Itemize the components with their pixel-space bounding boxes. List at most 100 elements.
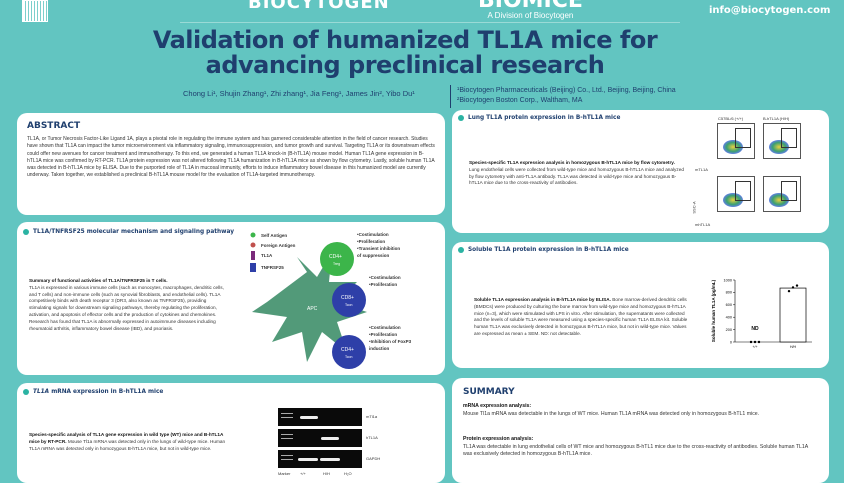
data-point (791, 286, 795, 289)
mechanism-heading: TL1A/TNFRSF25 molecular mechanism and si… (23, 229, 234, 235)
flow-plot (717, 123, 755, 159)
legend-item: Self Antigen (261, 233, 287, 238)
affil-divider (450, 85, 451, 108)
biocytogen-logo: BIOCYTOGEN (248, 0, 390, 13)
column-label: B-hTL1A (H/H) (763, 116, 790, 121)
data-point (753, 340, 757, 344)
soluble-heading: Soluble TL1A protein expression in B-hTL… (458, 247, 629, 253)
band-label: mTl1a (366, 414, 378, 419)
soluble-card: Soluble TL1A protein expression in B-hTL… (452, 242, 829, 368)
x-axis-label: mhTL1A (695, 222, 711, 227)
mrna-card: TL1A mRNA expression in B-hTL1A mice Spe… (17, 383, 445, 483)
summary-heading: SUMMARY (463, 387, 515, 397)
effect: •Costimulation (357, 232, 389, 237)
lane-label: H/H (323, 471, 330, 476)
abstract-heading: ABSTRACT (27, 121, 81, 131)
data-point (757, 340, 761, 344)
affiliation2: ²Biocytogen Boston Corp., Waltham, MA (457, 97, 583, 104)
mrna-caption: Species-specific analysis of TL1A gene e… (29, 432, 229, 452)
lane-label: Marker (278, 471, 291, 476)
data-point (795, 284, 799, 287)
x-tick-label: +/+ (752, 345, 757, 349)
authors: Chong Li¹, Shujin Zhang¹, Zhi zhang¹, Ji… (183, 89, 415, 98)
caption-text: Lung endothelial cells were collected fr… (469, 166, 684, 186)
gel-figure: mTl1a hTL1A GAPDH Marker +/+ H/H H₂O (278, 408, 408, 478)
caption-bold: Species-specific analysis of TL1A gene e… (29, 432, 224, 444)
soluble-caption: Soluble TL1A expression analysis in B-hT… (474, 297, 689, 338)
nd-annotation: ND (751, 326, 759, 332)
mrna-heading: TL1A mRNA expression in B-hTL1A mice (23, 389, 163, 395)
cd4-treg-cell (320, 242, 354, 276)
effect: of suppression (357, 253, 390, 258)
title-line2: advancing preclinical research (205, 51, 605, 79)
effect: •Costimulation (369, 275, 401, 280)
effect: induction (369, 346, 389, 351)
apc-label: APC (307, 306, 318, 312)
summary-card: SUMMARY mRNA expression analysis:Mouse T… (452, 378, 829, 483)
mechanism-caption: Summary of functional activities of TL1A… (29, 278, 224, 333)
data-point (787, 289, 791, 293)
cell-sub: Tcon (345, 355, 352, 359)
band-label: GAPDH (366, 456, 381, 461)
title-line1: Validation of humanized TL1A mice for (152, 26, 658, 54)
abstract-text: TL1A, or Tumor Necrosis Factor-Like Liga… (27, 136, 435, 179)
effect: •Proliferation (369, 282, 397, 287)
page-title: Validation of humanized TL1A mice for ad… (100, 28, 710, 78)
x-axis-label: mTL1A (695, 167, 708, 172)
mechanism-heading-text: TL1A/TNFRSF25 molecular mechanism and si… (33, 229, 235, 235)
band-label: hTL1A (366, 435, 378, 440)
effect: •Proliferation (369, 332, 397, 337)
x-tick-label: H/H (790, 345, 797, 349)
bullet-icon (458, 115, 464, 121)
summary-text2: TL1A was detectable in lung endothelial … (463, 443, 808, 458)
cell-sub: Tcon (345, 303, 352, 307)
y-tick-label: 800 (726, 291, 732, 295)
gel-gapdh (278, 450, 362, 468)
lane-label: H₂O (344, 471, 352, 476)
caption-text: Bone marrow-derived dendritic cells (BMD… (474, 297, 688, 337)
cell-sub: Treg (333, 262, 340, 266)
tl1a-icon (251, 251, 255, 260)
legend-item: Foreign Antigen (261, 243, 296, 248)
legend-item: TNFRSF25 (261, 265, 284, 270)
summary-sub1: mRNA expression analysis: (463, 403, 532, 409)
caption-bold: Soluble TL1A expression analysis in B-hT… (474, 297, 611, 302)
y-tick-label: 1000 (724, 278, 732, 282)
brand2-sub: A Division of Biocytogen (487, 11, 574, 20)
flow-plot (763, 176, 801, 212)
bullet-icon (458, 247, 464, 253)
abstract-card: ABSTRACT TL1A, or Tumor Necrosis Factor-… (17, 113, 445, 215)
data-point (749, 340, 753, 344)
caption-text: TL1A is expressed in various immune cell… (29, 284, 224, 331)
effect: •Inhibition of FoxP3 (369, 339, 412, 344)
y-tick-label: 200 (726, 328, 732, 332)
qr-code[interactable] (22, 0, 48, 22)
y-axis-label: Soluble human TL1A (pg/mL) (711, 279, 716, 342)
caption-text: Mouse Tl1a mRNA was detected only in the… (29, 438, 226, 451)
column-label: C57BL/6 (+/+) (718, 116, 744, 121)
summary-text1: Mouse Tl1a mRNA was detectable in the lu… (463, 410, 760, 417)
bullet-icon (23, 229, 29, 235)
lung-heading: Lung TL1A protein expression in B-hTL1A … (458, 115, 620, 121)
cd4-tcon-cell (332, 335, 366, 369)
cell-name: CD8+ (341, 295, 354, 301)
foreign-antigen-icon (250, 242, 256, 248)
soluble-heading-text: Soluble TL1A protein expression in B-hTL… (468, 247, 629, 253)
y-tick-label: 600 (726, 303, 732, 307)
bullet-icon (23, 389, 29, 395)
brand2: BIOMICE (478, 0, 583, 13)
self-antigen-icon (250, 232, 256, 238)
affiliation1: ¹Biocytogen Pharmaceuticals (Beijing) Co… (457, 87, 676, 94)
lung-card: Lung TL1A protein expression in B-hTL1A … (452, 110, 829, 233)
gel-mtl1a (278, 408, 362, 426)
brand1: BIOCYTOGEN (248, 0, 390, 13)
email[interactable]: info@biocytogen.com (709, 5, 831, 16)
gel-htl1a (278, 429, 362, 447)
summary-sub2: Protein expression analysis: (463, 436, 534, 443)
y-tick-label: 0 (730, 340, 732, 344)
affiliations: ¹Biocytogen Pharmaceuticals (Beijing) Co… (457, 86, 676, 106)
y-tick-label: 400 (726, 316, 732, 320)
elisa-chart: 0 200 400 600 800 1000 Soluble human TL1A (pg/… (711, 278, 812, 349)
apc-cell (252, 252, 367, 362)
header-divider (180, 22, 680, 23)
